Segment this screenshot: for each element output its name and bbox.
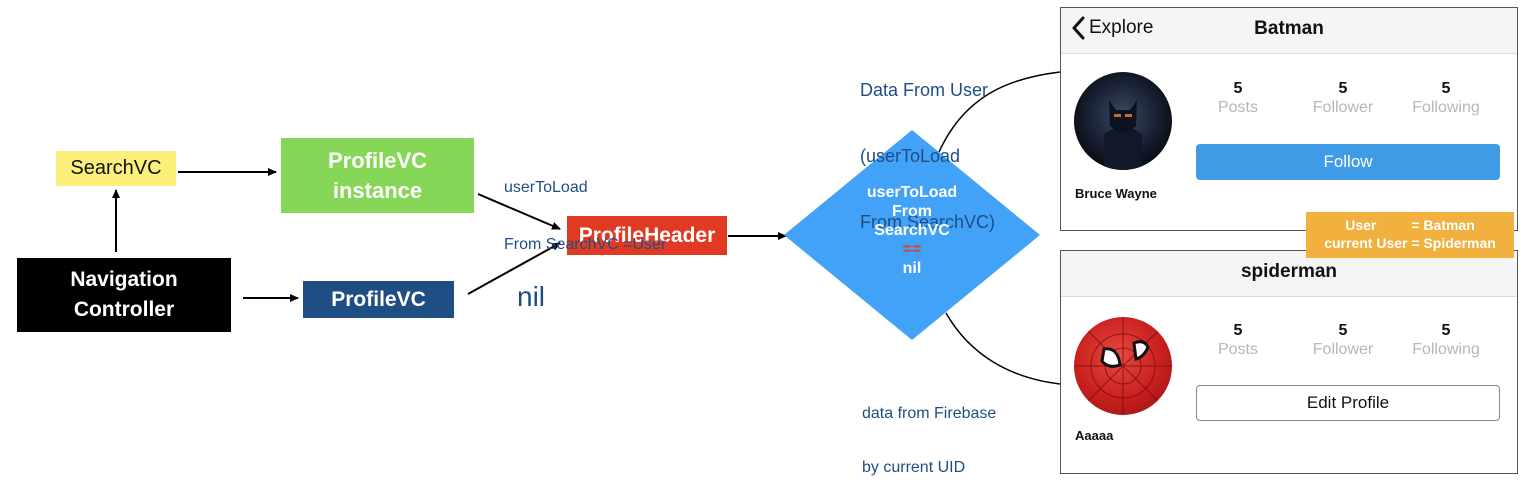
firebase-data-note-line-2: by current UID — [862, 459, 966, 476]
stat-following[interactable]: 5 Following — [1401, 79, 1491, 117]
batman-figure-icon — [1104, 100, 1142, 170]
edit-profile-button[interactable]: Edit Profile — [1196, 385, 1500, 421]
usertoload-note-line-2: From SearchVC =User — [504, 236, 667, 253]
diamond-equals: == — [902, 241, 922, 258]
user-data-note-line-3: From SearchVC) — [860, 212, 996, 232]
profileheader-label: ProfileHeader — [578, 223, 716, 247]
stat-followers-label: Follower — [1312, 341, 1374, 358]
firebase-data-note: data from Firebase by current UID — [862, 369, 996, 495]
stat-posts-label: Posts — [1217, 99, 1258, 116]
navigation-controller-node: Navigation Controller — [17, 258, 231, 332]
nav-bar: spiderman — [1061, 251, 1517, 297]
decision-diamond-text: userToLoad From SearchVC == nil — [832, 183, 992, 278]
current-user-note: User = Batman current User = Spiderman — [1306, 212, 1514, 258]
stat-followers[interactable]: 5 Follower — [1298, 79, 1388, 117]
user-data-note-line-2: (userToLoad — [860, 146, 961, 166]
arrow-instance-to-header — [477, 193, 561, 230]
searchvc-node: SearchVC — [56, 151, 176, 186]
back-button-label: Explore — [1089, 17, 1154, 38]
firebase-data-note-line-1: data from Firebase — [862, 405, 997, 422]
curve-to-phone1 — [938, 71, 1061, 153]
profile-name: Aaaaa — [1075, 428, 1114, 443]
arrow-profilevc-to-header — [467, 242, 561, 295]
curve-to-phone2 — [945, 312, 1061, 385]
user-data-note-line-1: Data From User — [860, 80, 989, 100]
diamond-line-4: nil — [902, 260, 922, 277]
avatar — [1074, 317, 1172, 415]
stat-followers-count: 5 — [1338, 322, 1348, 339]
usertoload-note: userToLoad From SearchVC =User — [504, 140, 666, 273]
navigation-controller-label-1: Navigation — [70, 268, 178, 291]
nav-bar: Explore Batman — [1061, 8, 1517, 54]
profilevc-instance-label-1: ProfileVC — [327, 147, 428, 173]
profilevc-label: ProfileVC — [331, 287, 426, 311]
profilevc-instance-label-2: instance — [332, 177, 423, 203]
current-user-note-line-2: current User = Spiderman — [1324, 235, 1496, 251]
profile-title: spiderman — [1240, 261, 1338, 282]
decision-diamond — [784, 130, 1040, 340]
diamond-line-2: From — [892, 203, 932, 220]
stat-posts[interactable]: 5 Posts — [1193, 321, 1283, 359]
batman-profile-screen: Explore Batman Bruce Wayne 5 Posts 5 Fol… — [1060, 7, 1518, 231]
spiderman-mask-icon — [1074, 317, 1172, 415]
back-button[interactable]: Explore — [1071, 16, 1153, 40]
chevron-left-icon — [1072, 16, 1085, 40]
stat-posts[interactable]: 5 Posts — [1193, 79, 1283, 117]
profile-title: Batman — [1254, 18, 1324, 39]
stat-following-count: 5 — [1441, 322, 1451, 339]
navigation-controller-label-2: Controller — [73, 298, 175, 321]
stat-posts-count: 5 — [1233, 322, 1243, 339]
searchvc-label: SearchVC — [70, 157, 162, 179]
nil-label: nil — [517, 281, 546, 312]
spiderman-profile-screen: spiderman Aaaaa 5 Posts 5 Follower 5 Fol… — [1060, 250, 1518, 474]
user-data-note: Data From User (userToLoad From SearchVC… — [860, 35, 995, 255]
diamond-line-1: userToLoad — [866, 184, 958, 201]
stat-posts-label: Posts — [1217, 341, 1258, 358]
stat-posts-count: 5 — [1233, 80, 1243, 97]
stat-following-label: Following — [1412, 99, 1480, 116]
connectors — [112, 71, 1061, 385]
stat-following[interactable]: 5 Following — [1401, 321, 1491, 359]
profilevc-node: ProfileVC — [303, 281, 454, 318]
profileheader-node: ProfileHeader — [567, 216, 727, 255]
stat-followers-label: Follower — [1312, 99, 1374, 116]
stat-followers[interactable]: 5 Follower — [1298, 321, 1388, 359]
follow-button[interactable]: Follow — [1196, 144, 1500, 180]
stat-followers-count: 5 — [1338, 80, 1348, 97]
stat-following-count: 5 — [1441, 80, 1451, 97]
stat-following-label: Following — [1412, 341, 1480, 358]
profile-name: Bruce Wayne — [1075, 186, 1157, 201]
usertoload-note-line-1: userToLoad — [504, 179, 588, 196]
current-user-note-line-1: User = Batman — [1345, 217, 1475, 233]
avatar — [1074, 72, 1172, 170]
profilevc-instance-node: ProfileVC instance — [281, 138, 474, 213]
diamond-line-3: SearchVC — [874, 222, 950, 239]
